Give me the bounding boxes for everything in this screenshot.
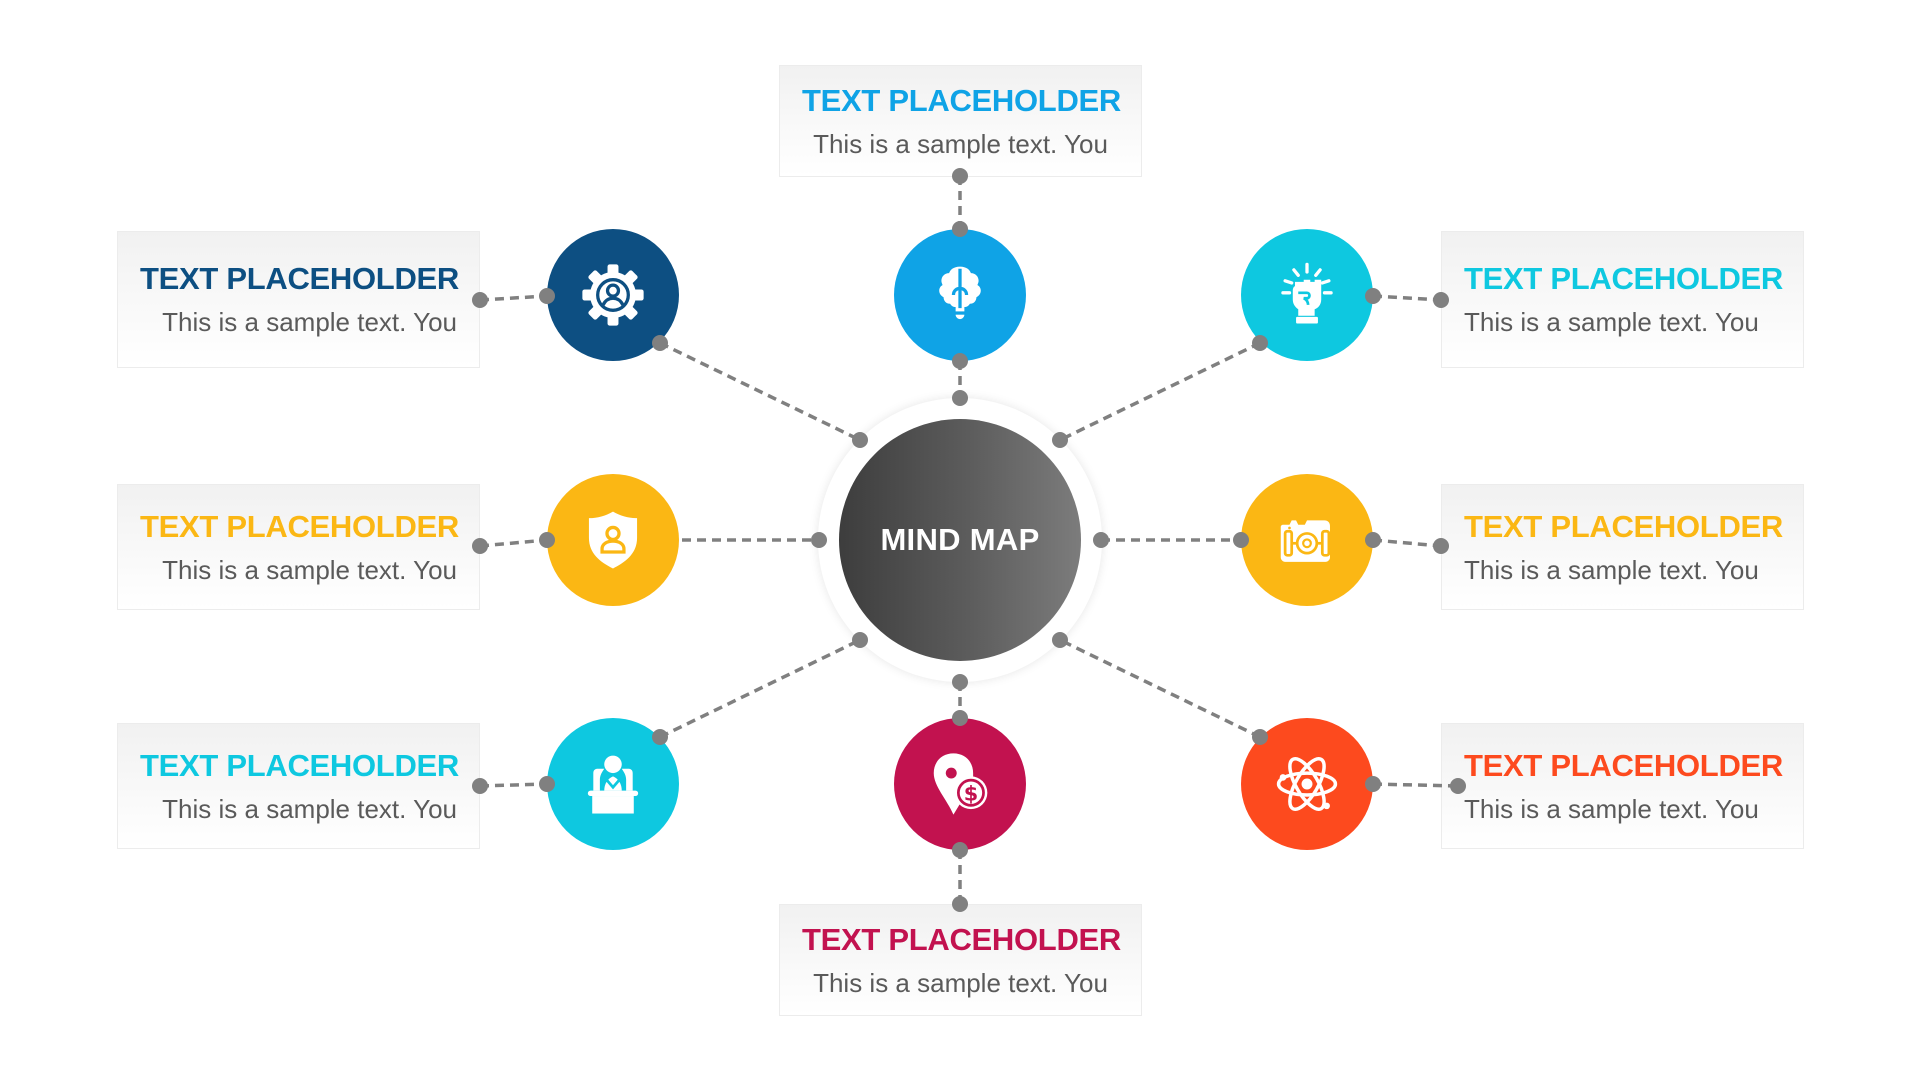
location-dollar-icon: $ bbox=[933, 753, 988, 815]
node-title: TEXT PLACEHOLDER bbox=[140, 261, 459, 297]
node-body: This is a sample text. You bbox=[1464, 307, 1759, 338]
svg-text:$: $ bbox=[964, 781, 978, 805]
hub-label: MIND MAP bbox=[880, 522, 1040, 557]
node-body: This is a sample text. You bbox=[162, 554, 457, 585]
node-top-circle bbox=[894, 229, 1026, 361]
node-top-right-circle bbox=[1241, 229, 1373, 361]
node-top-left-circle bbox=[547, 229, 679, 361]
node-bottom-right-textbox: TEXT PLACEHOLDER This is a sample text. … bbox=[1441, 723, 1804, 849]
camera-icon bbox=[1280, 520, 1331, 562]
node-body: This is a sample text. You bbox=[162, 793, 457, 824]
node-body: This is a sample text. You bbox=[813, 967, 1108, 998]
mind-map-hub: MIND MAP bbox=[839, 419, 1081, 661]
brain-lightbulb-icon bbox=[939, 266, 981, 320]
node-top-right-textbox: TEXT PLACEHOLDER This is a sample text. … bbox=[1441, 231, 1804, 368]
node-title: TEXT PLACEHOLDER bbox=[1464, 261, 1783, 297]
node-middle-right-circle bbox=[1241, 474, 1373, 606]
node-title: TEXT PLACEHOLDER bbox=[1464, 508, 1783, 544]
gear-user-icon bbox=[582, 264, 644, 326]
podium-speaker-icon bbox=[587, 755, 639, 814]
node-title: TEXT PLACEHOLDER bbox=[140, 508, 459, 544]
raised-fist-icon bbox=[1281, 262, 1333, 324]
node-title: TEXT PLACEHOLDER bbox=[1464, 747, 1783, 783]
node-body: This is a sample text. You bbox=[162, 307, 457, 338]
node-body: This is a sample text. You bbox=[1464, 554, 1759, 585]
node-title: TEXT PLACEHOLDER bbox=[802, 82, 1121, 118]
node-body: This is a sample text. You bbox=[1464, 793, 1759, 824]
node-bottom-left-circle bbox=[547, 718, 679, 850]
node-bottom-right-circle bbox=[1241, 718, 1373, 850]
node-body: This is a sample text. You bbox=[813, 128, 1108, 159]
node-middle-left-circle bbox=[547, 474, 679, 606]
node-bottom-circle: $ bbox=[894, 718, 1026, 850]
node-middle-right-textbox: TEXT PLACEHOLDER This is a sample text. … bbox=[1441, 484, 1804, 610]
node-title: TEXT PLACEHOLDER bbox=[140, 747, 459, 783]
node-middle-left-textbox: TEXT PLACEHOLDER This is a sample text. … bbox=[117, 484, 480, 610]
node-bottom-left-textbox: TEXT PLACEHOLDER This is a sample text. … bbox=[117, 723, 480, 849]
atom-icon bbox=[1276, 757, 1338, 811]
node-bottom-textbox: TEXT PLACEHOLDER This is a sample text. … bbox=[779, 904, 1142, 1016]
node-title: TEXT PLACEHOLDER bbox=[802, 921, 1121, 957]
shield-user-icon bbox=[588, 511, 638, 569]
node-top-left-textbox: TEXT PLACEHOLDER This is a sample text. … bbox=[117, 231, 480, 368]
